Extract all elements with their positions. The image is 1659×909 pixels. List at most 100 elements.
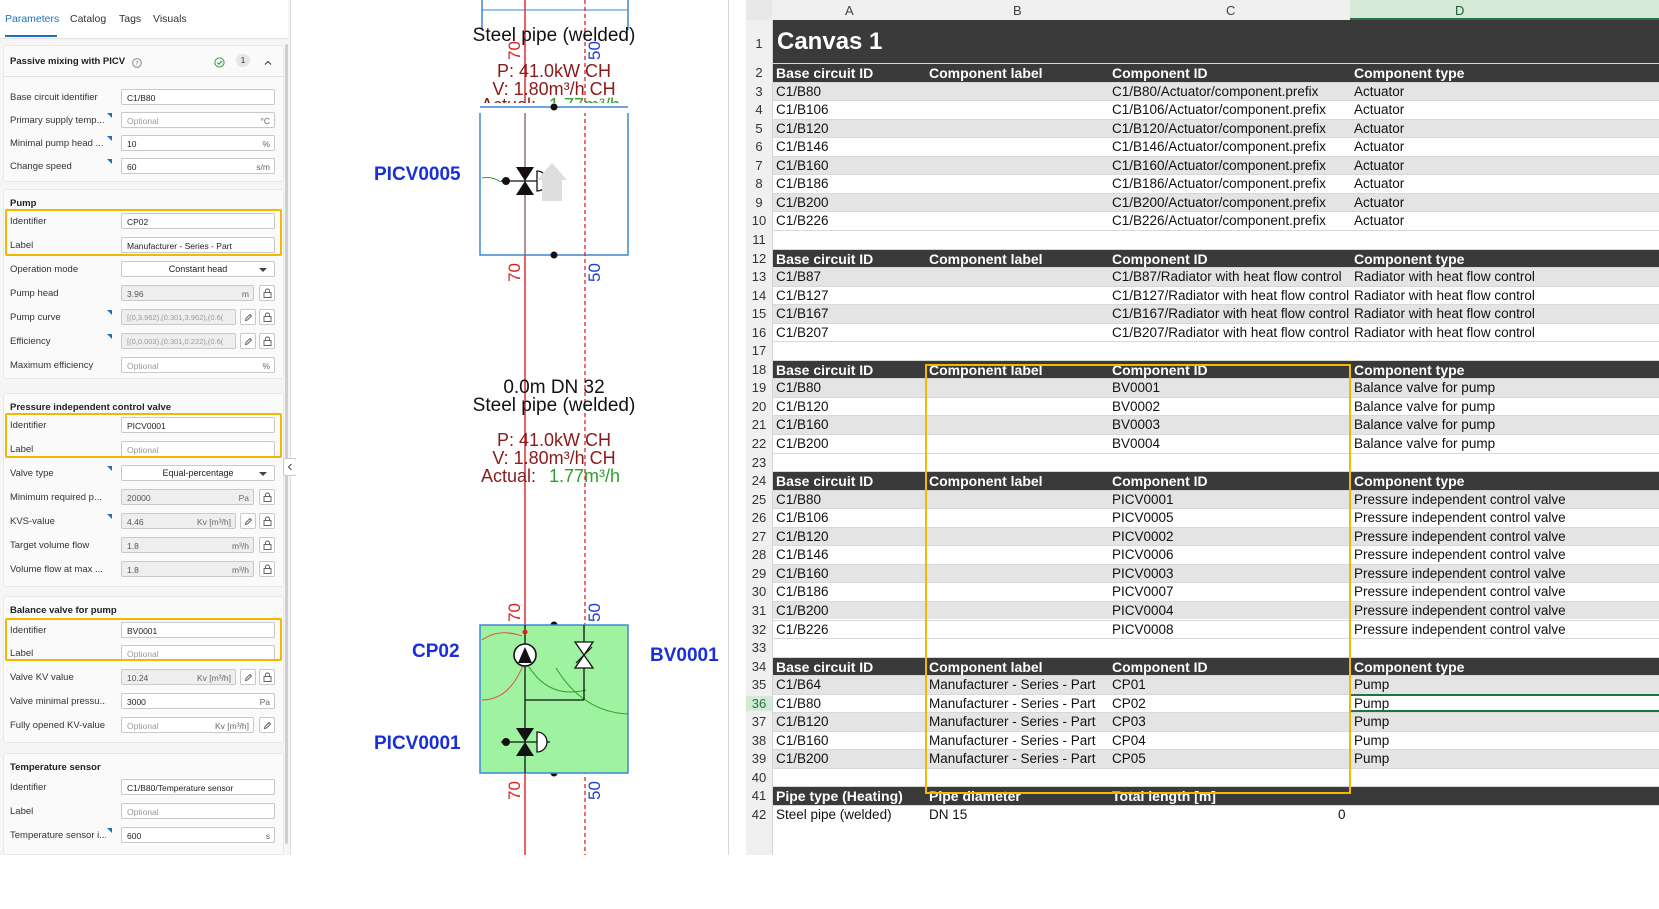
table-row[interactable] <box>773 267 1659 286</box>
header-cell[interactable]: Component type <box>1354 250 1465 267</box>
table-cell[interactable]: Radiator with heat flow control <box>1354 306 1535 322</box>
table-row[interactable] <box>773 582 1659 601</box>
selected-cell[interactable] <box>1349 693 1659 713</box>
pump-icon[interactable] <box>513 643 537 667</box>
row-number[interactable]: 4 <box>755 102 763 118</box>
table-cell[interactable]: Manufacturer - Series - Part <box>929 714 1096 730</box>
table-row[interactable] <box>773 489 1659 509</box>
table-cell[interactable]: C1/B106 <box>776 102 829 118</box>
tab-parameters[interactable]: Parameters <box>5 13 60 25</box>
table-cell[interactable]: C1/B80 <box>776 695 822 711</box>
table-cell[interactable]: Actuator <box>1354 176 1405 192</box>
table-cell[interactable]: PICV0006 <box>1112 547 1174 563</box>
table-cell[interactable]: BV0003 <box>1112 417 1161 433</box>
row-number[interactable]: 40 <box>751 769 767 785</box>
table-cell[interactable]: C1/B127/Radiator with heat flow control <box>1112 287 1350 303</box>
row-number[interactable]: 32 <box>751 621 767 637</box>
table-cell[interactable]: C1/B80/Actuator/component.prefix <box>1112 83 1319 99</box>
row-number[interactable]: 10 <box>751 213 767 229</box>
edit-button[interactable] <box>259 717 275 733</box>
table-cell[interactable]: C1/B127 <box>776 287 829 303</box>
table-cell[interactable]: C1/B120 <box>776 714 829 730</box>
table-cell[interactable]: C1/B106/Actuator/component.prefix <box>1112 102 1326 118</box>
row-number[interactable]: 8 <box>755 176 763 192</box>
row-number[interactable]: 30 <box>751 584 767 600</box>
table-cell[interactable]: C1/B226/Actuator/component.prefix <box>1112 213 1326 229</box>
table-cell[interactable]: C1/B186/Actuator/component.prefix <box>1112 176 1326 192</box>
header-cell[interactable]: Base circuit ID <box>776 473 874 490</box>
picv-identifier-input[interactable]: PICV0001 <box>121 417 275 433</box>
table-cell[interactable]: Actuator <box>1354 83 1405 99</box>
table-cell[interactable]: Pressure independent control valve <box>1354 621 1566 637</box>
edit-button[interactable] <box>240 669 256 685</box>
table-row[interactable] <box>773 434 1659 453</box>
table-cell[interactable]: Pressure independent control valve <box>1354 547 1566 563</box>
lock-button[interactable] <box>259 537 275 553</box>
table-row[interactable] <box>773 508 1659 527</box>
base-circuit-input[interactable]: C1/B80 <box>121 89 275 105</box>
efficiency-input[interactable]: [(0,0.003),(0.301,0.222),(0.6( <box>121 333 236 349</box>
table-cell[interactable]: Actuator <box>1354 194 1405 210</box>
max-efficiency-input[interactable]: Optional% <box>121 357 275 373</box>
table-cell[interactable]: C1/B160 <box>776 565 829 581</box>
table-row[interactable] <box>773 81 1659 101</box>
empty-row[interactable] <box>773 638 1659 657</box>
lock-button[interactable] <box>259 669 275 685</box>
table-cell[interactable]: Pressure independent control valve <box>1354 602 1566 618</box>
table-header-row[interactable] <box>773 359 1659 379</box>
table-cell[interactable]: C1/B207/Radiator with heat flow control <box>1112 324 1350 340</box>
table-cell[interactable]: Pump <box>1354 751 1390 767</box>
lock-button[interactable] <box>259 309 275 325</box>
table-cell[interactable]: DN 15 <box>929 807 968 822</box>
header-cell[interactable]: Pipe diameter <box>929 788 1021 805</box>
header-cell[interactable]: Component ID <box>1112 65 1208 81</box>
table-cell[interactable]: C1/B200 <box>776 436 829 451</box>
row-number[interactable]: 14 <box>751 287 767 303</box>
table-row[interactable] <box>773 563 1659 583</box>
table-cell[interactable]: Manufacturer - Series - Part <box>929 732 1096 748</box>
table-row[interactable] <box>773 155 1659 175</box>
table-row[interactable] <box>773 174 1659 193</box>
lock-button[interactable] <box>259 489 275 505</box>
row-number[interactable]: 41 <box>751 788 767 804</box>
header-cell[interactable]: Component label <box>929 250 1043 267</box>
row-number[interactable]: 33 <box>751 640 767 656</box>
table-cell[interactable]: C1/B106 <box>776 510 829 526</box>
table-row[interactable] <box>773 749 1659 768</box>
table-header-row[interactable] <box>773 656 1659 676</box>
table-cell[interactable]: Actuator <box>1354 102 1405 118</box>
table-row[interactable] <box>773 192 1659 212</box>
table-cell[interactable]: C1/B146 <box>776 547 829 563</box>
table-row[interactable] <box>773 675 1659 694</box>
row-number[interactable]: 21 <box>751 417 767 433</box>
table-cell[interactable]: BV0002 <box>1112 398 1161 414</box>
table-row[interactable] <box>773 304 1659 323</box>
table-cell[interactable]: C1/B226 <box>776 621 829 637</box>
empty-row[interactable] <box>773 341 1659 360</box>
table-cell[interactable]: C1/B186 <box>776 176 829 192</box>
valve-type-select[interactable]: Equal-percentage <box>121 465 275 481</box>
table-row[interactable] <box>773 545 1659 564</box>
column-c-header[interactable]: C <box>1226 3 1236 18</box>
collapse-panel-button[interactable] <box>283 458 297 476</box>
table-cell[interactable]: C1/B160 <box>776 732 829 748</box>
table-cell[interactable]: C1/B200/Actuator/component.prefix <box>1112 194 1326 210</box>
row-number[interactable]: 36 <box>746 695 772 711</box>
table-row[interactable] <box>773 805 1659 824</box>
table-row[interactable] <box>773 730 1659 750</box>
row-number[interactable]: 27 <box>751 528 767 544</box>
header-cell[interactable]: Component label <box>929 361 1043 378</box>
tab-visuals[interactable]: Visuals <box>153 13 187 25</box>
table-row[interactable] <box>773 322 1659 342</box>
lock-button[interactable] <box>259 285 275 301</box>
header-cell[interactable]: Component type <box>1354 65 1465 81</box>
row-number[interactable]: 1 <box>755 36 763 51</box>
table-cell[interactable]: CP02 <box>1112 695 1146 711</box>
